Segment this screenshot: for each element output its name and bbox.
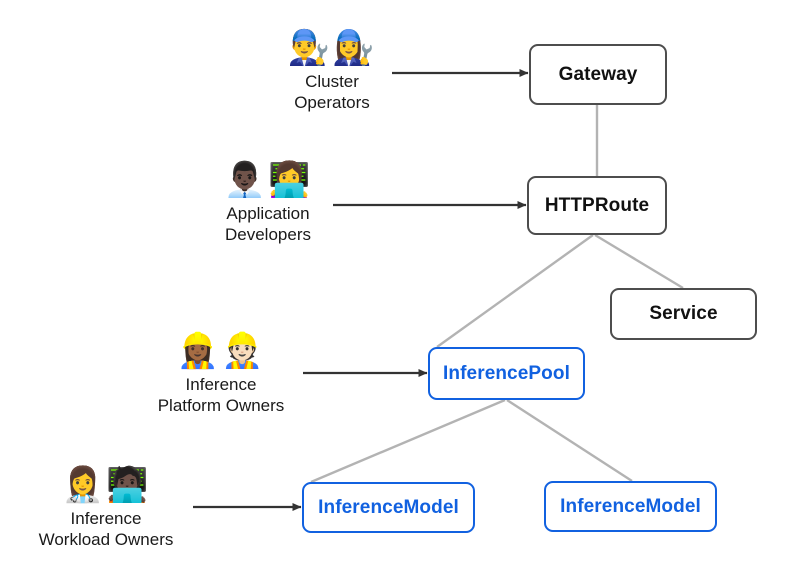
node-inferencemodel-right[interactable]: InferenceModel — [544, 481, 717, 532]
persona-label-inference-platform-owners: Inference Platform Owners — [157, 375, 285, 415]
node-inferencemodel-left[interactable]: InferenceModel — [302, 482, 475, 533]
persona-inference-platform-owners: 👷🏾‍♀️👷🏻 Inference Platform Owners — [116, 331, 326, 416]
node-service[interactable]: Service — [610, 288, 757, 340]
persona-label-cluster-operators: Cluster Operators — [294, 72, 370, 112]
node-httproute[interactable]: HTTPRoute — [527, 176, 667, 235]
connector-httproute-service — [594, 233, 684, 290]
persona-inference-workload-owners: 👩‍⚕️🧑🏿‍💻 Inference Workload Owners — [1, 465, 211, 550]
connector-inferencepool-inferencemodel-left — [310, 398, 506, 484]
health-worker-technologist-pair-icon: 👩‍⚕️🧑🏿‍💻 — [61, 466, 151, 504]
node-inferencepool[interactable]: InferencePool — [428, 347, 585, 400]
connector-httproute-inferencepool — [436, 234, 594, 348]
persona-label-inference-workload-owners: Inference Workload Owners — [38, 509, 174, 549]
persona-label-application-developers: Application Developers — [225, 204, 311, 244]
mechanic-pair-icon: 👨‍🔧👩‍🔧 — [287, 29, 377, 67]
persona-application-developers: 👨🏿‍💼👩‍💻 Application Developers — [168, 160, 368, 245]
construction-worker-pair-icon: 👷🏾‍♀️👷🏻 — [176, 332, 266, 370]
node-gateway[interactable]: Gateway — [529, 44, 667, 105]
persona-cluster-operators: 👨‍🔧👩‍🔧 Cluster Operators — [232, 28, 432, 113]
connector-inferencepool-inferencemodel-right — [506, 398, 633, 483]
office-worker-technologist-pair-icon: 👨🏿‍💼👩‍💻 — [223, 161, 313, 199]
